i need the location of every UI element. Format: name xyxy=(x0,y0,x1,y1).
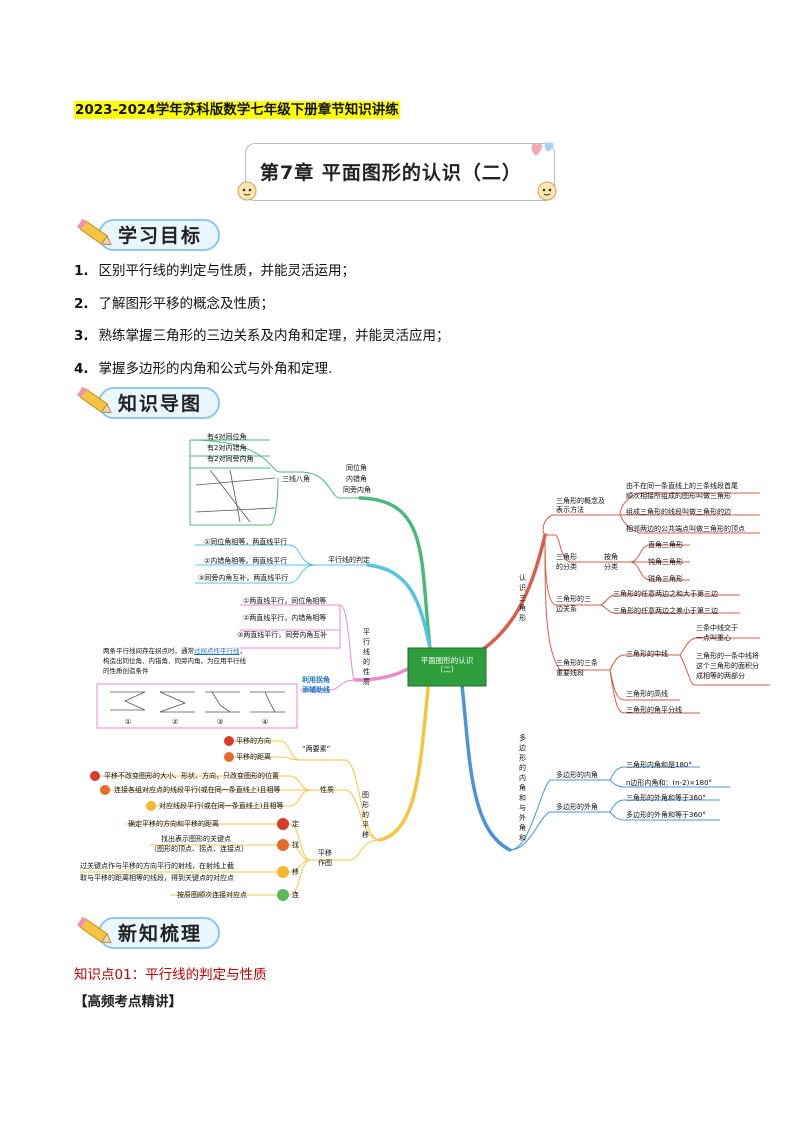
b3-item: ②两直线平行，内错角相等 xyxy=(243,614,327,622)
r1-class-sub: 按角分类 xyxy=(604,553,618,571)
r2-outer-item: 多边形的外角和等于360° xyxy=(626,811,706,819)
chapter-title-box: 第7章 平面图形的认识（二） xyxy=(237,142,557,201)
r1-seg: 三角形的三条重要线段 xyxy=(556,659,598,677)
b1-count: 有2对同旁内角 xyxy=(207,455,254,463)
b2-label: 平行线的判定 xyxy=(328,556,370,564)
r1-concept-item: 由不在同一条直线上的三条线段首尾 xyxy=(626,482,738,490)
b4-step: 定 xyxy=(292,820,299,828)
r2-outer: 多边形的外角 xyxy=(556,803,598,811)
r1-class: 三角形的分类 xyxy=(556,553,577,571)
section-review-badge: 新知梳理 xyxy=(74,914,220,949)
b2-item: ①同位角相等，两直线平行 xyxy=(204,538,288,546)
b4-step: 找 xyxy=(292,841,299,849)
r1-bis: 三角形的角平分线 xyxy=(626,706,682,714)
hearts-decoration-icon xyxy=(531,142,554,156)
b4-step-text: 取与平移的距离相等的线段，得到关键点的对应点 xyxy=(80,874,234,882)
fig-num: ② xyxy=(172,718,179,726)
fig-num: ① xyxy=(125,718,132,726)
translation-step-markers xyxy=(90,736,289,901)
chapter-title: 第7章 平面图形的认识（二） xyxy=(260,162,522,184)
fig-num: ③ xyxy=(217,718,224,726)
three-lines-figure xyxy=(195,469,276,523)
b2-item: ②内错角相等，两直线平行 xyxy=(204,557,288,565)
r1-concept-item: 组成三角形的线段叫做三角形的边 xyxy=(626,508,731,516)
r2-inner: 多边形的内角 xyxy=(556,771,598,779)
r1-class-item: 锐角三角形 xyxy=(648,575,683,583)
b3-item: ③两直线平行，同旁内角互补 xyxy=(237,631,328,639)
r1-median-item: 三条中线交于 xyxy=(696,624,738,632)
b3-aux: 添辅助线 xyxy=(302,686,330,694)
turn-point-figures xyxy=(110,691,285,713)
b1-count: 有2对内错角 xyxy=(207,444,247,452)
b4-two-item: 平移的方向 xyxy=(236,737,271,745)
b1-type: 同位角 xyxy=(346,464,367,472)
b4-label: 图形的平移 xyxy=(362,791,369,839)
r1-class-item: 钝角三角形 xyxy=(648,558,683,566)
r1-label: 认识三角形 xyxy=(519,574,526,622)
document-series-title: 2023-2024学年苏科版数学七年级下册章节知识讲练 xyxy=(74,101,400,119)
b1-type: 内错角 xyxy=(346,475,367,483)
section-map-title: 知识导图 xyxy=(118,393,203,415)
b4-prop-item: 平移不改变图形的大小、形状、方向，只改变图形的位置 xyxy=(104,772,279,780)
r1-concept-item: 相邻两边的公共端点叫做三角形的顶点 xyxy=(626,525,745,533)
b1-count: 有4对同位角 xyxy=(207,433,247,441)
r2-label: 多边形的内角和与外角和 xyxy=(519,734,526,842)
b3-note: 两条平行线间存在拐点时，通常过拐点作平行线， 构造出同位角、内错角、同旁内角，为… xyxy=(103,647,246,675)
b3-item: ①两直线平行，同位角相等 xyxy=(243,597,327,605)
b4-prop-item: 对应线段平行(或在同一条直线上)且相等 xyxy=(159,802,284,810)
b1-label: 三线八角 xyxy=(282,475,310,483)
goal-item: 3.熟练掌握三角形的三边关系及内角和定理，并能灵活应用； xyxy=(74,328,450,344)
goal-item: 2.了解图形平移的概念及性质； xyxy=(74,296,275,312)
b4-step-text: 按原图顺次连接对应点 xyxy=(177,891,247,899)
b4-step: 移 xyxy=(292,868,299,876)
knowledge-point-subtitle: 【高频考点精讲】 xyxy=(74,994,182,1010)
section-review-title: 新知梳理 xyxy=(118,923,203,945)
b4-draw-label: 平移作图 xyxy=(318,849,332,867)
r1-median-item: 三角形的一条中线将 xyxy=(696,652,759,660)
b3-aux: 利用拐角 xyxy=(302,676,330,684)
b4-step: 连 xyxy=(292,891,299,899)
section-goals-title: 学习目标 xyxy=(118,225,203,247)
b4-step-text: （图形的顶点、拐点、连接点） xyxy=(150,845,248,853)
b4-step-text: 过关键点作与平移的方向平行的射线，在射线上截 xyxy=(80,862,234,870)
pencil-icon xyxy=(76,916,112,944)
b4-step-text: 找出表示图形的关键点 xyxy=(161,835,231,843)
r1-side-item: 三角形的任意两边之和大于第三边 xyxy=(613,590,718,598)
r1-median: 三角形的中线 xyxy=(626,650,668,658)
cute-face-icon xyxy=(237,181,257,201)
r1-alt: 三角形的高线 xyxy=(626,690,668,698)
knowledge-point-title: 知识点01：平行线的判定与性质 xyxy=(74,967,267,983)
r1-median-item: 这个三角形的面积分 xyxy=(696,662,759,670)
r1-class-item: 直角三角形 xyxy=(648,541,683,549)
fig-num: ④ xyxy=(262,718,269,726)
b4-prop-label: 性质 xyxy=(320,786,334,794)
b4-two-item: 平移的距离 xyxy=(236,753,271,761)
b2-item: ③同旁内角互补，两直线平行 xyxy=(198,574,289,582)
goal-item: 1.区别平行线的判定与性质，并能灵活运用； xyxy=(74,263,356,279)
b4-step-text: 确定平移的方向和平移的距离 xyxy=(128,820,219,828)
r2-inner-item: n边形内角和：(n-2)×180° xyxy=(626,779,713,787)
section-goals-badge: 学习目标 xyxy=(74,216,220,251)
r1-median-item: 一点叫重心 xyxy=(696,634,731,642)
r1-side: 三角形的三边关系 xyxy=(556,595,591,613)
r1-concept: 三角形的概念及表示方法 xyxy=(556,497,605,514)
r1-median-item: 成相等的两部分 xyxy=(696,672,745,680)
center-node-label: 平面图形的认识（二） xyxy=(420,656,474,674)
r1-concept-item: 顺次相接所组成的图形叫做三角形 xyxy=(626,492,731,500)
goal-item: 4.掌握多边形的内角和公式与外角和定理. xyxy=(74,361,333,377)
pencil-icon xyxy=(76,218,112,246)
cute-face-icon xyxy=(537,181,557,201)
b4-prop-item: 连接各组对应点的线段平行(或在同一条直线上)且相等 xyxy=(114,786,281,794)
b4-two-label: “两要素” xyxy=(302,745,331,753)
section-map-badge: 知识导图 xyxy=(74,384,220,419)
b3-label: 平行线的性质 xyxy=(363,628,370,686)
mind-map-center-node xyxy=(407,647,487,687)
pencil-icon xyxy=(76,386,112,414)
b1-type: 同旁内角 xyxy=(343,486,371,494)
r2-inner-item: 三角形内角和是180° xyxy=(626,761,692,769)
r1-side-item: 三角形的任意两边之差小于第三边 xyxy=(613,607,718,615)
r2-outer-item: 三角形的外角和等于360° xyxy=(626,794,706,802)
